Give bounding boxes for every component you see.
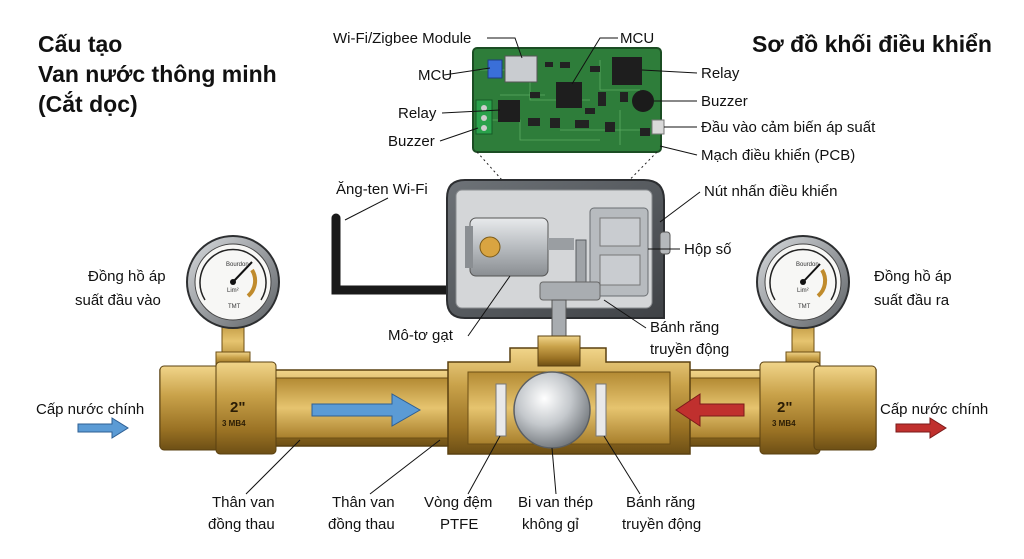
title-line-3: (Cắt dọc) [38,90,138,117]
pcb-board [472,47,665,246]
label-flow-left: Cấp nước chính [36,401,144,418]
actuator-labels: Ăng-ten Wi-Fi Nút nhấn điều khiển Hộp số… [336,181,837,358]
label-brass-body-1a: Thân van [212,494,275,511]
gauge-model: TMT [228,304,241,310]
flow-arrow-right-red [895,417,947,439]
label-relay-right: Relay [701,65,740,82]
title-left: Cấu tạo Van nước thông minh (Cắt dọc) [38,31,277,117]
label-drive-gear-top-1: Bánh răng [650,319,719,336]
label-mcu-top: MCU [620,30,654,47]
label-buzzer-right: Buzzer [701,93,748,110]
flow-arrow-inside-red [675,393,745,427]
label-antenna: Ăng-ten Wi-Fi [336,181,428,198]
gearbox-assembly [539,207,649,301]
pipe-size-right: 2" [777,399,792,416]
label-buzzer-left: Buzzer [388,133,435,150]
pcb-labels: Wi-Fi/Zigbee Module MCU MCU Relay Buzzer… [333,30,876,164]
steel-ball [513,371,591,449]
label-drive-gear-bottom-b: truyền động [622,516,701,533]
wifi-module-chip [504,55,538,83]
label-drive-gear-top-2: truyền động [650,341,729,358]
gauge-model-out: TMT [798,304,811,310]
buzzer-chip [632,90,654,112]
ptfe-seal-left [495,383,507,437]
label-pressure-input: Đầu vào cảm biến áp suất [701,119,876,136]
control-button [659,231,671,255]
mcu-chip [556,82,582,108]
pressure-sensor-connector [651,119,665,135]
inlet-gauge: Bourdon Lim² TMT [186,235,280,369]
title-line-1: Cấu tạo [38,31,122,57]
pipe-size-left: 2" [230,399,245,416]
label-outlet-gauge-2: suất đầu ra [874,292,950,309]
bottom-labels: Thân van đồng thau Thân van đồng thau Vò… [208,435,701,533]
label-relay-left: Relay [398,105,437,122]
label-control-circuit: Mạch điều khiển (PCB) [701,147,855,164]
wifi-connector [487,59,503,79]
relay-chip-right [612,57,642,85]
label-outlet-gauge-1: Đồng hồ áp [874,268,952,285]
label-control-button: Nút nhấn điều khiển [704,183,837,200]
label-drive-gear-bottom-a: Bánh răng [626,494,695,511]
label-ptfe-seal-a: Vòng đệm [424,494,492,511]
flow-arrow-left-blue [77,417,129,439]
label-wifi-module: Wi-Fi/Zigbee Module [333,30,471,47]
valve-body: 2" 3 MB4 2" 3 MB4 [159,335,877,455]
title-right: Sơ đồ khối điều khiển [752,31,992,57]
flow-arrow-inside-blue [311,393,422,427]
label-steel-ball-b: không gỉ [522,516,579,533]
actuator-housing [331,179,671,373]
ptfe-seal-right [595,383,607,437]
label-brass-body-2a: Thân van [332,494,395,511]
label-brass-body-2b: đồng thau [328,516,395,533]
label-motor: Mô-tơ gạt [388,327,454,344]
gauge-brand-out: Bourdon [796,262,819,268]
pipe-code-right: 3 MB4 [772,419,796,428]
label-ptfe-seal-b: PTFE [440,516,478,533]
gauge-labels: Đồng hồ áp suất đầu vào Đồng hồ áp suất … [75,268,952,309]
label-flow-right: Cấp nước chính [880,401,988,418]
flow-indicators: Cấp nước chính Cấp nước chính [36,401,988,439]
wifi-antenna [331,213,471,295]
relay-chip-left [498,100,520,122]
label-inlet-gauge-1: Đồng hồ áp [88,268,166,285]
label-gearbox: Hộp số [684,241,732,258]
gauge-unit: Lim² [227,288,239,294]
label-inlet-gauge-2: suất đầu vào [75,292,161,309]
pipe-code-left: 3 MB4 [222,419,246,428]
outlet-gauge: Bourdon Lim² TMT [756,235,850,369]
label-steel-ball-a: Bi van thép [518,494,593,511]
gauge-brand: Bourdon [226,262,249,268]
label-mcu-left: MCU [418,67,452,84]
title-line-2: Van nước thông minh [38,61,277,87]
gauge-unit-out: Lim² [797,288,809,294]
label-brass-body-1b: đồng thau [208,516,275,533]
